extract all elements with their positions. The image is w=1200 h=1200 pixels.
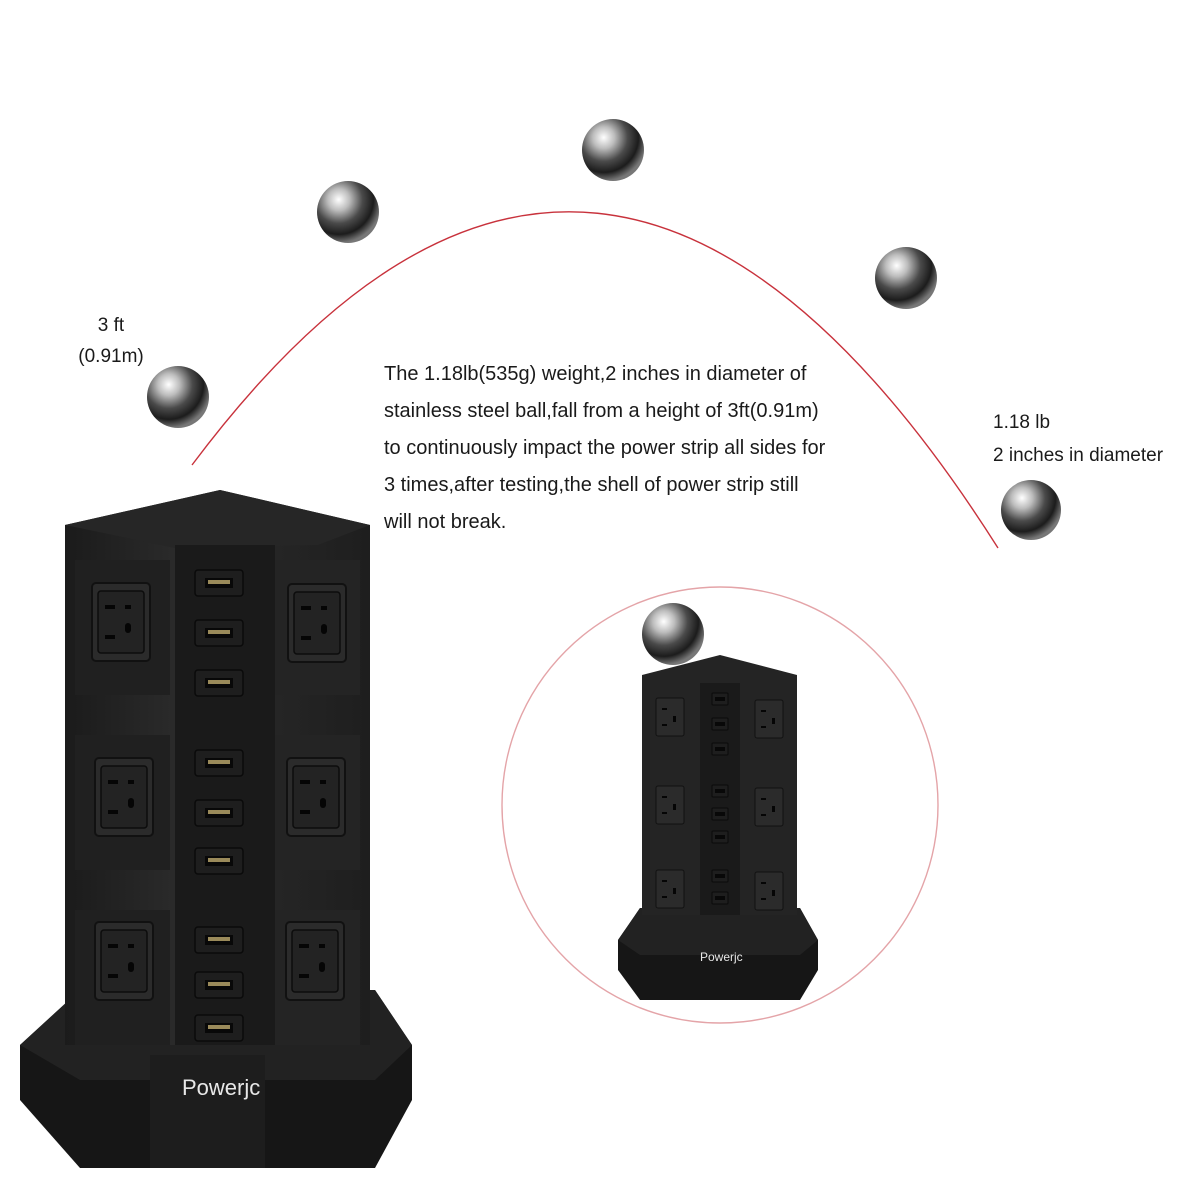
- brand-logo-small: Powerjc: [700, 950, 743, 964]
- description-line: will not break.: [384, 511, 507, 533]
- test-circle: [501, 586, 939, 1024]
- steel-ball-icon: [1001, 480, 1061, 540]
- ball-weight: 1.18 lb: [993, 412, 1051, 433]
- trajectory-arc: [191, 211, 999, 549]
- ball-spec-label: 1.18 lb 2 inches in diameter: [993, 406, 1163, 472]
- ball-diameter: 2 inches in diameter: [993, 445, 1164, 466]
- brand-logo: Powerjc: [182, 1075, 261, 1100]
- description-line: 3 times,after testing,the shell of power…: [384, 474, 799, 496]
- description-line: stainless steel ball,fall from a height …: [384, 400, 819, 422]
- drop-height-value: 3 ft: [97, 315, 125, 336]
- power-tower-small: [618, 655, 818, 1000]
- drop-height-label: 3 ft (0.91m): [56, 310, 166, 372]
- power-tower-large: [20, 490, 412, 1168]
- drop-height-metric: (0.91m): [78, 346, 144, 367]
- description-line: The 1.18lb(535g) weight,2 inches in diam…: [384, 363, 807, 385]
- steel-ball-icon: [875, 247, 937, 309]
- steel-ball-icon: [147, 366, 209, 428]
- steel-ball-icon: [582, 119, 644, 181]
- test-description: The 1.18lb(535g) weight,2 inches in diam…: [384, 356, 825, 541]
- steel-ball-icon: [642, 603, 704, 665]
- description-line: to continuously impact the power strip a…: [384, 437, 826, 459]
- steel-ball-icon: [317, 181, 379, 243]
